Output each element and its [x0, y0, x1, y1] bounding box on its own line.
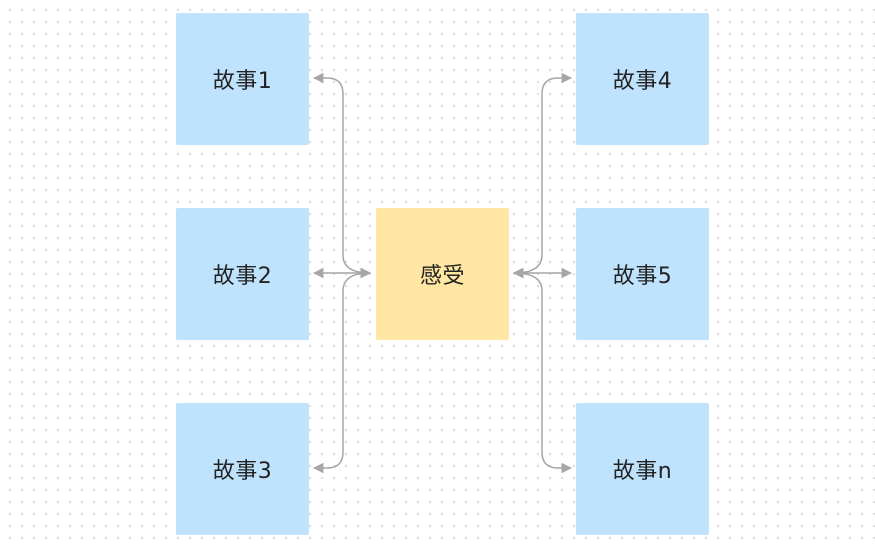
story-node-n[interactable]: 故事n	[576, 403, 709, 535]
center-node-label: 感受	[419, 264, 465, 289]
story-node-1[interactable]: 故事1	[176, 13, 309, 145]
story-node-label: 故事3	[212, 459, 273, 484]
center-node-feeling[interactable]: 感受	[376, 208, 509, 340]
connector-center-to-story-3	[312, 267, 372, 474]
story-node-3[interactable]: 故事3	[176, 403, 309, 535]
story-node-4[interactable]: 故事4	[576, 13, 709, 145]
story-node-label: 故事5	[612, 264, 673, 289]
story-node-label: 故事n	[612, 459, 673, 484]
story-node-5[interactable]: 故事5	[576, 208, 709, 340]
connector-center-to-story-4	[512, 72, 573, 279]
story-node-label: 故事2	[212, 264, 273, 289]
story-node-label: 故事1	[212, 69, 273, 94]
story-node-label: 故事4	[612, 69, 673, 94]
connector-center-to-story-1	[312, 72, 372, 279]
story-node-2[interactable]: 故事2	[176, 208, 309, 340]
connector-center-to-story-n	[512, 267, 573, 474]
